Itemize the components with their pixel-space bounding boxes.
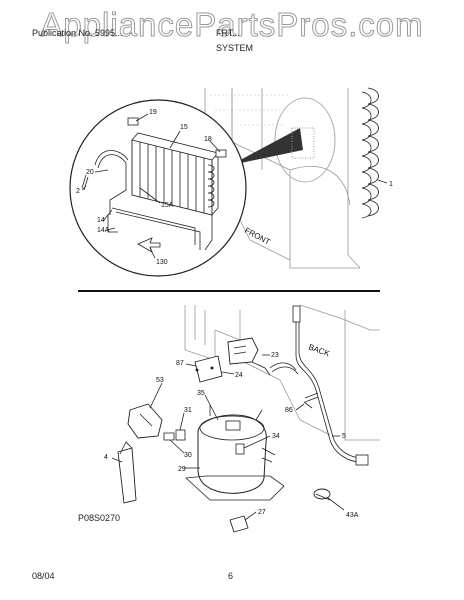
callout-23: 23 — [271, 352, 279, 359]
callout-87: 87 — [176, 360, 184, 367]
figure-code: P08S0270 — [78, 513, 121, 523]
footer-date: 08/04 — [32, 571, 55, 581]
callout-15A: 15A — [161, 202, 174, 209]
callout-20: 20 — [86, 169, 94, 176]
part-27-grommet — [229, 515, 249, 533]
footer-page-number: 6 — [228, 571, 234, 581]
callout-2: 2 — [76, 188, 80, 195]
callout-35: 35 — [197, 390, 205, 397]
callout-27: 27 — [258, 509, 266, 516]
callout-18: 18 — [204, 136, 212, 143]
part-4-drier — [117, 441, 137, 504]
part-23-relay — [227, 337, 271, 376]
callout-34: 34 — [272, 433, 280, 440]
part-18 — [215, 149, 227, 158]
header-publication: Publication No. 5995... — [32, 28, 123, 38]
watermark: AppliancePartsPros.com — [40, 6, 424, 44]
part-86-clip — [303, 401, 313, 409]
callout-1: 1 — [389, 181, 393, 188]
callout-130: 130 — [156, 259, 168, 266]
callout-15: 15 — [180, 124, 188, 131]
callout-19: 19 — [149, 109, 157, 116]
part-24-bracket — [194, 355, 223, 383]
upper-leaders — [81, 113, 388, 259]
detail-tubing — [81, 150, 213, 253]
section-title: SYSTEM — [216, 43, 254, 53]
part-53-cover — [127, 403, 163, 439]
part-31 — [175, 429, 186, 441]
callout-14: 14 — [97, 217, 105, 224]
callout-24: 24 — [235, 372, 243, 379]
callout-53: 53 — [156, 377, 164, 384]
part-43A-clip — [313, 488, 331, 501]
part-19 — [127, 117, 139, 126]
callout-5: 5 — [342, 433, 346, 440]
callout-4: 4 — [104, 454, 108, 461]
part-30 — [163, 432, 175, 441]
callout-43A: 43A — [346, 512, 359, 519]
header-model: FRT... — [216, 28, 240, 38]
callout-14A: 14A — [97, 227, 110, 234]
callout-31: 31 — [184, 407, 192, 414]
callout-29: 29 — [178, 466, 186, 473]
condenser-coil — [131, 132, 219, 216]
wire-harness — [269, 305, 369, 466]
compressor — [185, 405, 285, 501]
callout-beam — [231, 127, 315, 165]
lower-leaders — [111, 354, 345, 521]
back-label: BACK — [307, 342, 331, 358]
callout-30: 30 — [184, 452, 192, 459]
callout-86: 86 — [285, 407, 293, 414]
cabinet-lower — [184, 304, 380, 441]
rear-condenser-coil — [361, 87, 379, 219]
section-divider — [78, 290, 380, 292]
